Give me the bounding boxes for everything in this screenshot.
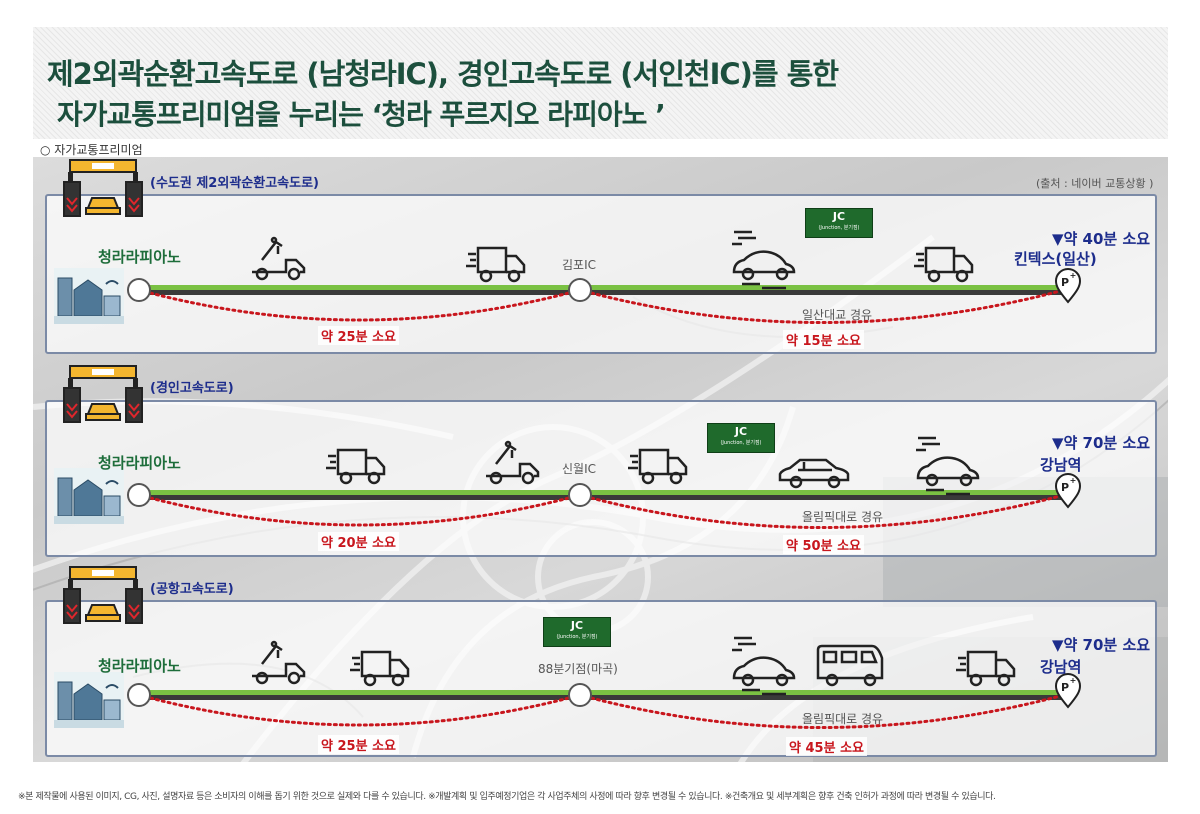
tow-truck-icon xyxy=(252,236,306,281)
origin-label: 청라라피아노 xyxy=(98,248,181,266)
svg-text:+: + xyxy=(1070,476,1077,485)
parking-pin-icon: P + xyxy=(1054,268,1082,304)
disclaimer-footer: ※본 제작물에 사용된 이미지, CG, 사진, 설명자료 등은 소비자의 이해… xyxy=(18,792,996,802)
tow-truck-icon xyxy=(486,440,540,485)
sports-car-icon xyxy=(732,230,796,290)
total-time: ▼약 70분 소요 xyxy=(1052,636,1151,654)
origin-label: 청라라피아노 xyxy=(98,454,181,472)
junction-sign: JC (Junction, 분기점) xyxy=(707,423,775,453)
destination-label: 강남역 xyxy=(1040,658,1082,676)
page-title: 제2외곽순환고속도로 (남청라IC), 경인고속도로 (서인천IC)를 통한 xyxy=(47,57,839,91)
segment-time: 약 15분 소요 xyxy=(783,330,864,349)
svg-text:+: + xyxy=(1070,271,1077,280)
destination-label: 킨텍스(일산) xyxy=(1014,250,1097,268)
section-label: ○ 자가교통프리미엄 xyxy=(40,143,143,157)
total-time: ▼약 40분 소요 xyxy=(1052,230,1151,248)
delivery-truck-icon xyxy=(326,448,386,485)
via-label: 일산대교 경유 xyxy=(802,308,873,322)
junction-sign: JC (Junction, 분기점) xyxy=(543,617,611,647)
total-time: ▼약 70분 소요 xyxy=(1052,434,1151,452)
delivery-truck-icon xyxy=(914,246,974,283)
parking-pin-icon: P + xyxy=(1054,673,1082,709)
svg-text:P: P xyxy=(1061,681,1069,694)
highway-label: (공항고속도로) xyxy=(150,582,234,597)
tow-truck-icon xyxy=(252,640,306,685)
van-icon xyxy=(816,644,884,687)
delivery-truck-icon xyxy=(466,246,526,283)
route-panel-1 xyxy=(45,194,1157,354)
apartment-building-icon xyxy=(54,468,124,524)
segment-time: 약 25분 소요 xyxy=(318,326,399,345)
segment-time: 약 25분 소요 xyxy=(318,735,399,754)
svg-text:P: P xyxy=(1061,481,1069,494)
tollgate-icon xyxy=(63,159,143,217)
parking-pin-icon: P + xyxy=(1054,473,1082,509)
midpoint-label: 88분기점(마곡) xyxy=(538,662,618,676)
title-banner: 제2외곽순환고속도로 (남청라IC), 경인고속도로 (서인천IC)를 통한 자… xyxy=(33,27,1168,139)
apartment-building-icon xyxy=(54,268,124,324)
segment-time: 약 50분 소요 xyxy=(783,535,864,554)
page-subtitle: 자가교통프리미엄을 누리는 ‘청라 푸르지오 라피아노 ’ xyxy=(57,98,666,131)
delivery-truck-icon xyxy=(956,650,1016,687)
route-panel-2 xyxy=(45,400,1157,557)
midpoint-label: 신월IC xyxy=(562,462,596,476)
svg-text:+: + xyxy=(1070,676,1077,685)
svg-text:P: P xyxy=(1061,276,1069,289)
sports-car-icon xyxy=(916,436,980,496)
midpoint-label: 김포IC xyxy=(562,258,596,272)
sports-car-icon xyxy=(732,636,796,696)
apartment-building-icon xyxy=(54,672,124,728)
destination-label: 강남역 xyxy=(1040,456,1082,474)
tollgate-icon xyxy=(63,365,143,423)
highway-label: (경인고속도로) xyxy=(150,381,234,396)
junction-sign: JC (Junction, 분기점) xyxy=(805,208,873,238)
source-note: (출처 : 네이버 교통상황 ) xyxy=(1036,177,1154,190)
delivery-truck-icon xyxy=(350,650,410,687)
via-label: 올림픽대로 경유 xyxy=(802,510,884,524)
delivery-truck-icon xyxy=(628,448,688,485)
highway-label: (수도권 제2외곽순환고속도로) xyxy=(150,176,319,191)
segment-time: 약 45분 소요 xyxy=(786,737,867,756)
sedan-car-icon xyxy=(778,458,850,489)
tollgate-icon xyxy=(63,566,143,624)
segment-time: 약 20분 소요 xyxy=(318,532,399,551)
via-label: 올림픽대로 경유 xyxy=(802,712,884,726)
origin-label: 청라라피아노 xyxy=(98,657,181,675)
